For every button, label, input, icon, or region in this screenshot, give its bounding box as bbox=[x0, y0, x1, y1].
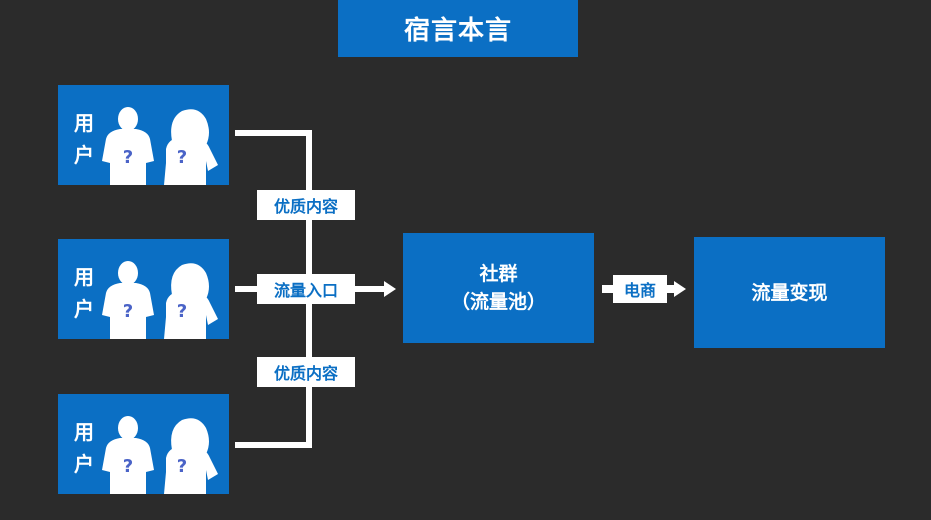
svg-text:?: ? bbox=[123, 301, 133, 322]
svg-text:?: ? bbox=[123, 147, 133, 168]
community-title: 社群 bbox=[479, 263, 518, 285]
user-box-2: 用 户 ? ? bbox=[58, 239, 229, 339]
arrow-to-community-icon bbox=[384, 281, 396, 297]
label-traffic-entry: 流量入口 bbox=[257, 274, 355, 304]
community-subtitle: （流量池） bbox=[450, 291, 546, 313]
svg-text:?: ? bbox=[123, 456, 133, 477]
label-quality-content-bottom: 优质内容 bbox=[257, 357, 355, 387]
label-ecommerce: 电商 bbox=[613, 275, 667, 303]
svg-text:?: ? bbox=[177, 456, 187, 477]
svg-text:?: ? bbox=[177, 147, 187, 168]
label-quality-content-top: 优质内容 bbox=[257, 190, 355, 220]
connector-top-horizontal bbox=[235, 130, 312, 136]
user-silhouettes-icon: ? ? bbox=[102, 107, 218, 185]
connector-bottom-horizontal bbox=[235, 442, 312, 448]
monetize-box: 流量变现 bbox=[694, 237, 885, 348]
user-silhouettes-icon: ? ? bbox=[102, 416, 218, 494]
user-label: 用 户 bbox=[74, 111, 94, 167]
user-box-1: 用 户 ? ? bbox=[58, 85, 229, 185]
user-label: 用 户 bbox=[74, 265, 94, 321]
diagram-title-text: 宿言本言 bbox=[403, 16, 512, 46]
monetize-title: 流量变现 bbox=[751, 281, 828, 304]
arrow-to-monetize-icon bbox=[674, 281, 686, 297]
user-label: 用 户 bbox=[74, 420, 94, 476]
svg-text:?: ? bbox=[177, 301, 187, 322]
community-box: 社群 （流量池） bbox=[403, 233, 594, 343]
user-silhouettes-icon: ? ? bbox=[102, 261, 218, 339]
diagram-title: 宿言本言 bbox=[338, 0, 578, 57]
user-box-3: 用 户 ? ? bbox=[58, 394, 229, 494]
